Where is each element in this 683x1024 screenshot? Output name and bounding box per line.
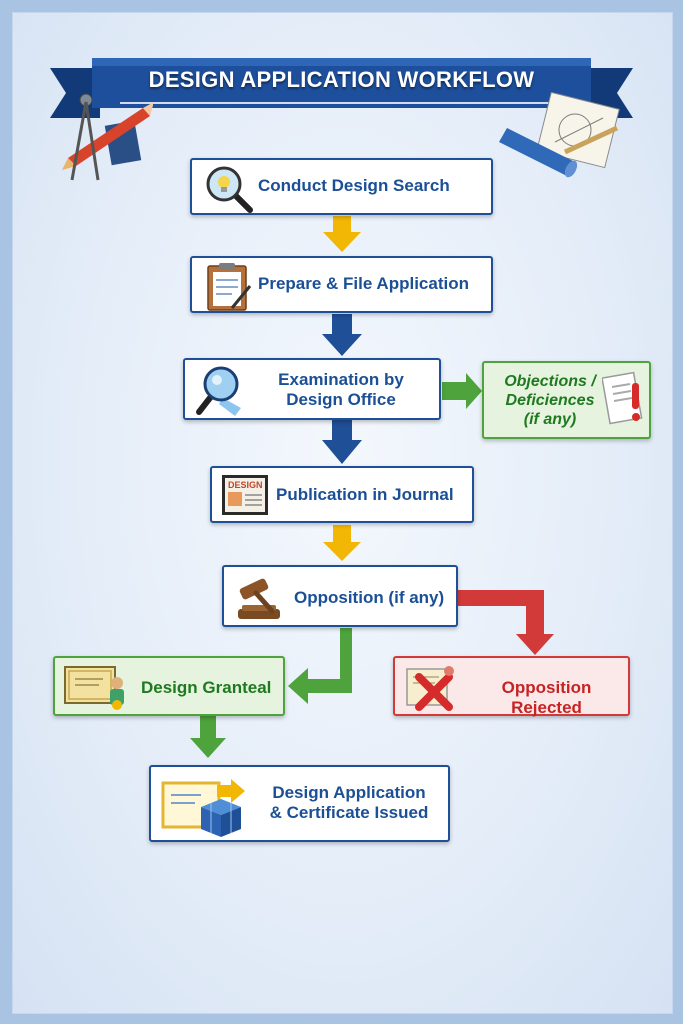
step-opposition-rejected[interactable]: Opposition Rejected bbox=[393, 656, 630, 718]
step-opposition[interactable]: Opposition (if any) bbox=[222, 565, 458, 627]
rejected-icon bbox=[406, 666, 454, 711]
step-opposition-rejected-label: Opposition Rejected bbox=[501, 678, 592, 718]
certificate-icon bbox=[64, 666, 124, 710]
step-design-granted[interactable]: Design Granteal bbox=[53, 656, 285, 716]
step-certificate-issued-line1: Design Application bbox=[272, 783, 426, 802]
step-examination-line2: Design Office bbox=[286, 390, 396, 410]
step-examination-label: Examination by Design Office bbox=[251, 370, 431, 411]
clipboard-icon bbox=[207, 263, 252, 311]
page-title: DESIGN APPLICATION WORKFLOW bbox=[148, 67, 535, 92]
drafting-tools-icon bbox=[62, 93, 153, 181]
gavel-icon bbox=[238, 578, 280, 619]
step-certificate-issued[interactable]: Design Application & Certificate Issued bbox=[149, 765, 450, 842]
blueprint-roll-icon bbox=[499, 92, 620, 178]
journal-icon: DESIGN bbox=[222, 475, 268, 515]
step-objections-line3: (if any) bbox=[523, 411, 577, 429]
step-publication-label: Publication in Journal bbox=[276, 485, 454, 504]
step-examination-line1: Examination by bbox=[278, 370, 404, 389]
search-icon bbox=[206, 166, 253, 213]
step-certificate-issued-label: Design Application & Certificate Issued bbox=[259, 783, 439, 824]
step-objections[interactable]: Objections / Deficiences (if any) bbox=[482, 361, 651, 439]
step-file-application-label: Prepare & File Application bbox=[258, 274, 469, 293]
step-objections-line2: Deficiences bbox=[505, 392, 595, 410]
step-publication[interactable]: DESIGN Publication in Journal bbox=[210, 466, 474, 523]
step-conduct-search-label: Conduct Design Search bbox=[258, 176, 450, 195]
step-opposition-label: Opposition (if any) bbox=[294, 588, 445, 607]
step-objections-label: Objections / Deficiences (if any) bbox=[494, 372, 606, 430]
journal-logo-text: DESIGN bbox=[228, 480, 263, 490]
step-examination[interactable]: Examination by Design Office bbox=[183, 358, 441, 420]
magnifier-icon bbox=[196, 366, 241, 416]
step-design-granted-label: Design Granteal bbox=[141, 678, 272, 697]
step-file-application[interactable]: Prepare & File Application bbox=[190, 256, 493, 313]
certificate-issued-icon bbox=[161, 779, 245, 837]
step-conduct-search[interactable]: Conduct Design Search bbox=[190, 158, 493, 215]
title-banner bbox=[50, 58, 633, 118]
step-certificate-issued-line2: & Certificate Issued bbox=[269, 803, 429, 823]
step-objections-line1: Objections / bbox=[504, 373, 596, 390]
document-warning-icon bbox=[602, 371, 643, 425]
